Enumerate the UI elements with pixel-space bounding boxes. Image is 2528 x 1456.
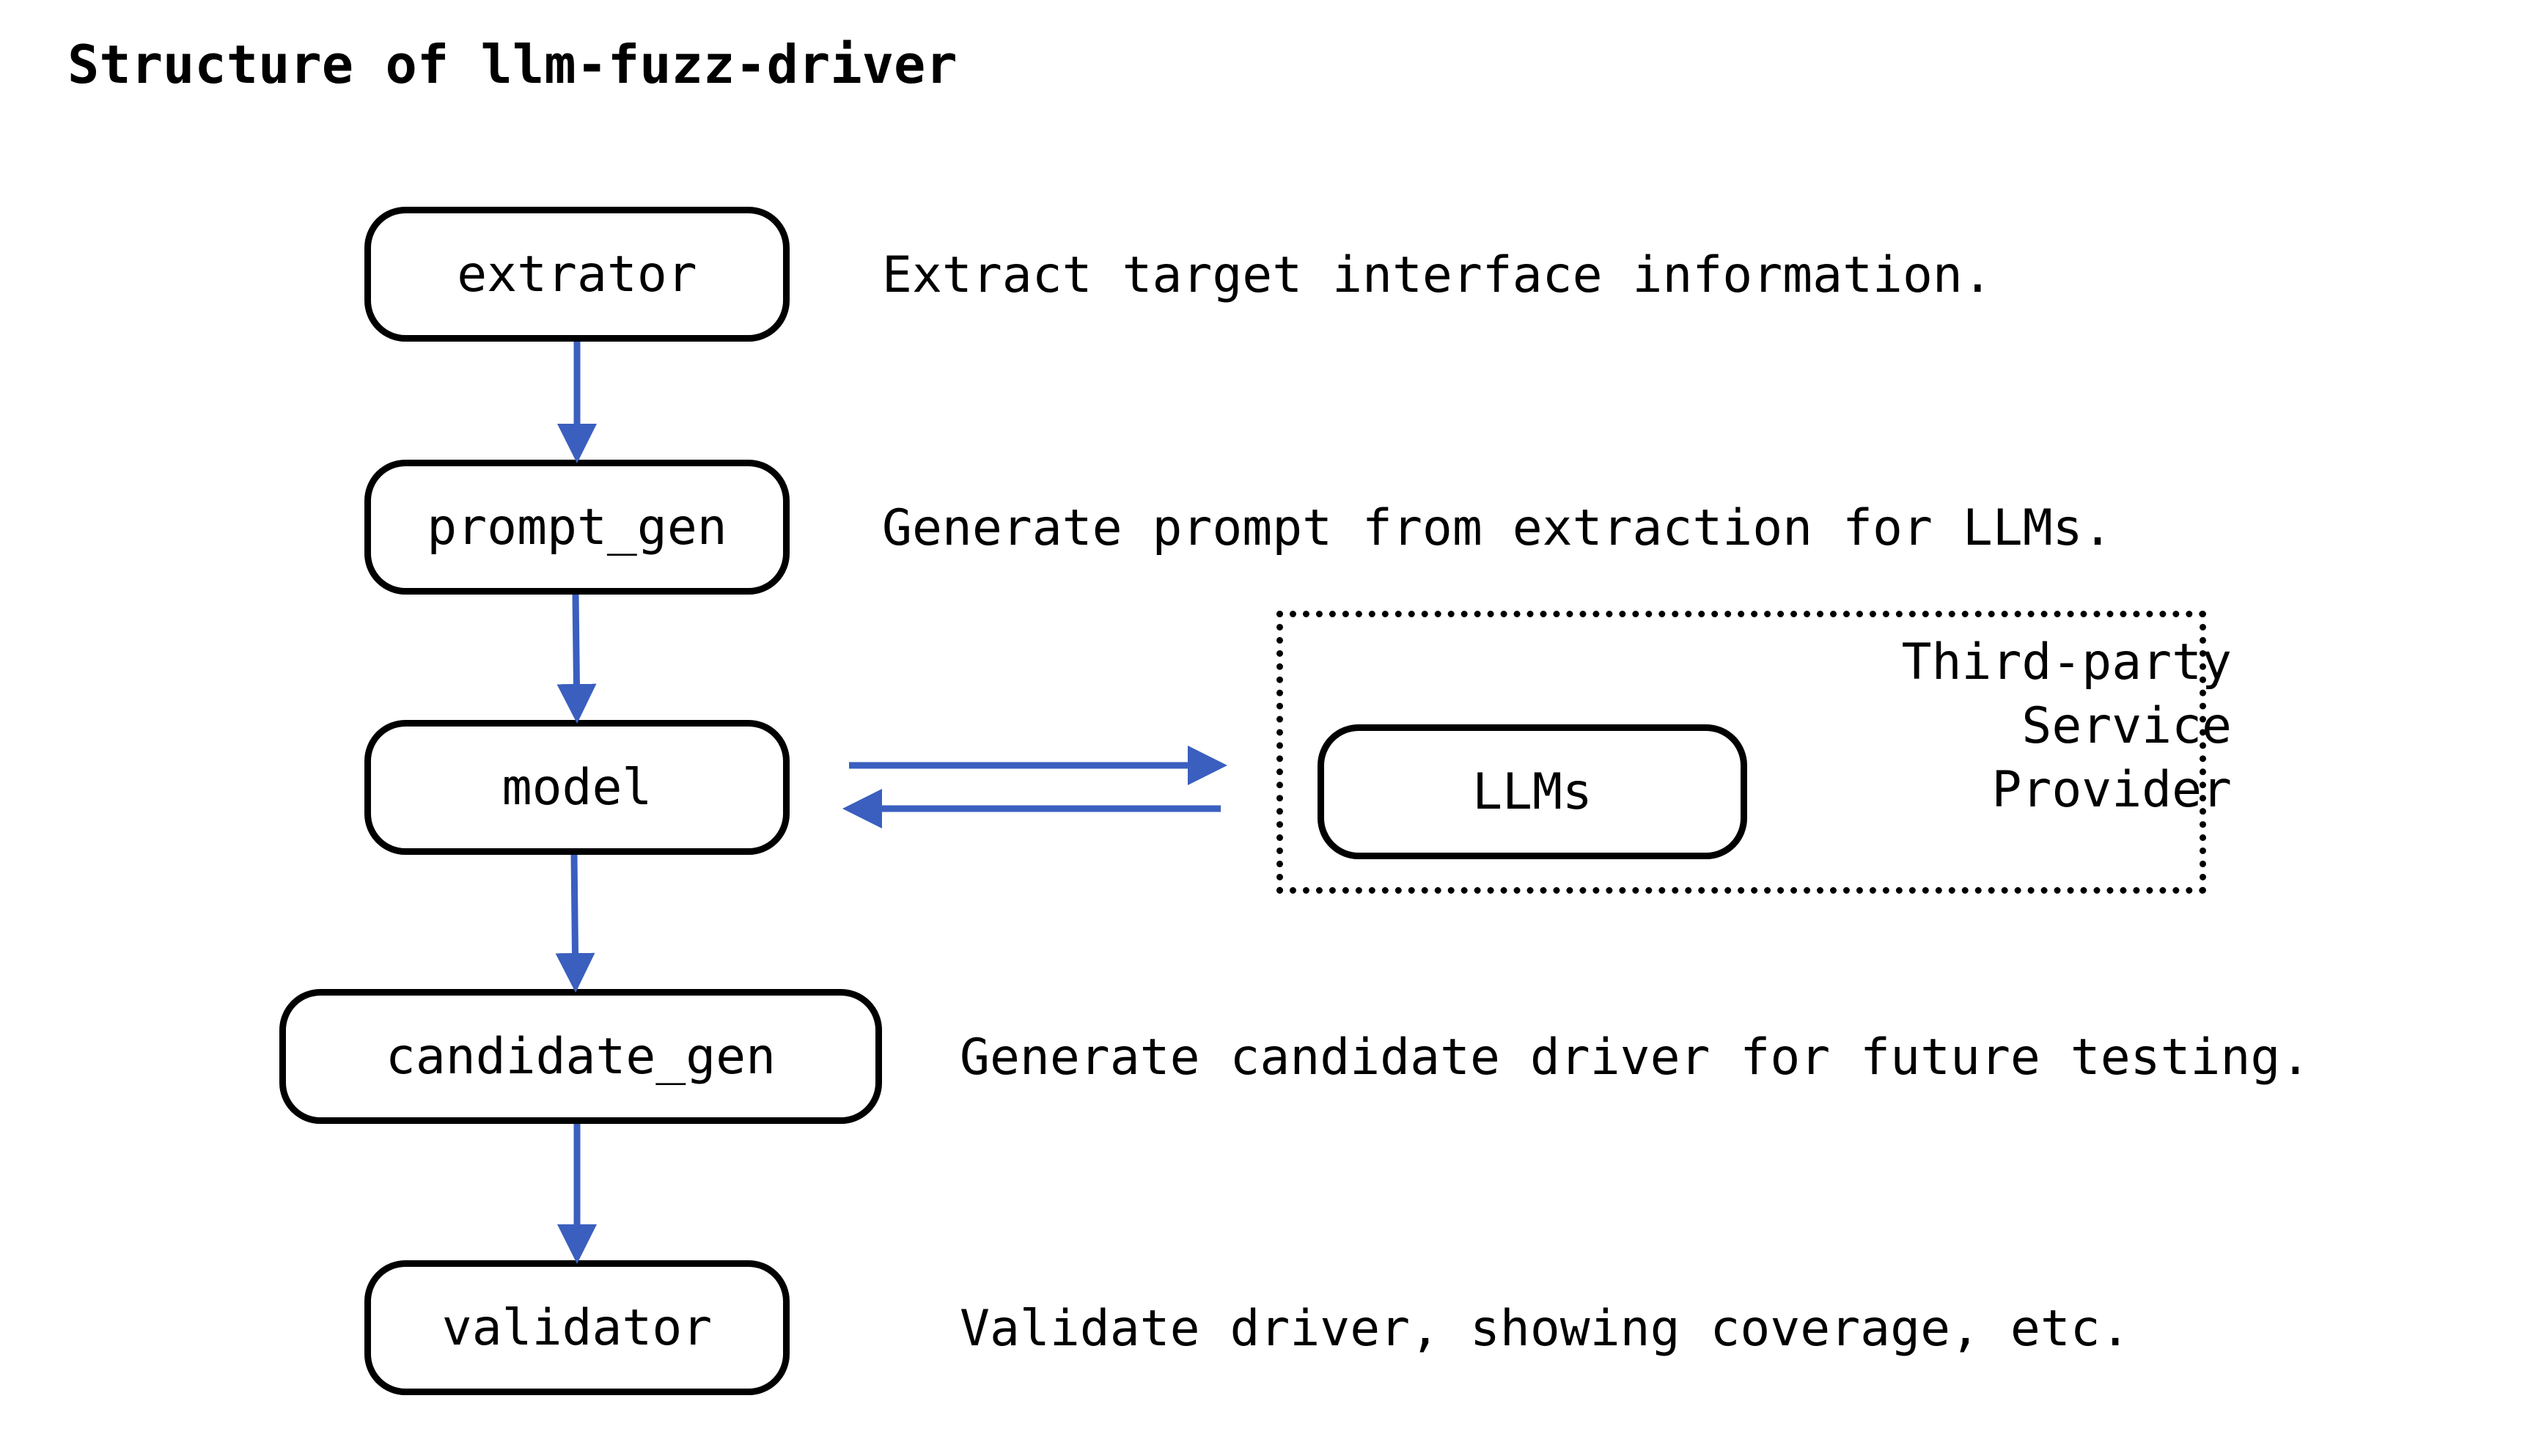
validator-node: validator	[364, 1260, 790, 1395]
candidate-gen-node: candidate_gen	[279, 989, 882, 1124]
extrator-description: Extract target interface information.	[882, 246, 1993, 304]
provider-label: Third-party Service Provider	[1902, 630, 2232, 822]
prompt-gen-description: Generate prompt from extraction for LLMs…	[882, 499, 2113, 557]
llms-node: LLMs	[1318, 724, 1747, 859]
diagram-title: Structure of llm-fuzz-driver	[67, 34, 958, 95]
edge-prompt-gen-to-model	[556, 594, 597, 724]
provider-label-line-3: Provider	[1991, 761, 2232, 819]
candidate-gen-description: Generate candidate driver for future tes…	[960, 1029, 2311, 1087]
edge-model-to-candidate-gen	[555, 854, 595, 993]
provider-label-line-1: Third-party	[1901, 633, 2232, 691]
third-party-provider-box	[1276, 611, 2206, 894]
provider-label-line-2: Service	[2021, 697, 2232, 755]
extrator-node: extrator	[364, 207, 790, 342]
model-node: model	[364, 720, 790, 855]
validator-description: Validate driver, showing coverage, etc.	[960, 1300, 2131, 1358]
